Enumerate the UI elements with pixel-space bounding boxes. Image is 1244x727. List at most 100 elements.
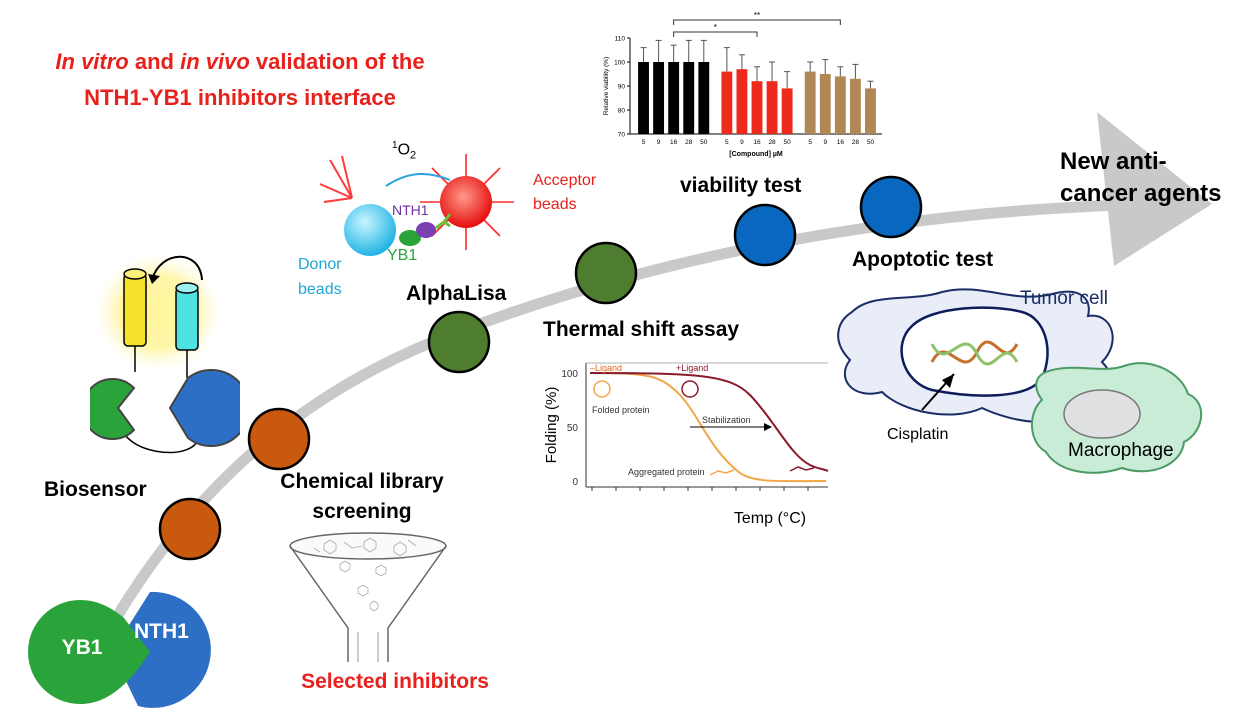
- chart-bar: [819, 74, 831, 134]
- fret-glow: [94, 252, 222, 372]
- yb1-inset-label: YB1: [387, 247, 418, 264]
- chart-y-label: Relative viability (%): [603, 57, 610, 116]
- chart-x-label: [Compound] µM: [729, 151, 783, 158]
- nth1-shape: [112, 591, 211, 708]
- thermal-y-tick-label: 100: [561, 369, 578, 380]
- arrow-head: [1097, 112, 1212, 266]
- chart-bar: [721, 71, 733, 134]
- chart-bar: [865, 88, 876, 134]
- step-apoptotic-circle: [859, 175, 923, 239]
- page-title: In vitro and in vivo validation of the N…: [0, 44, 480, 116]
- chart-x-tick-label: 9: [657, 139, 661, 146]
- macrophage-label: Macrophage: [1068, 440, 1174, 461]
- biosensor-nth1: [168, 369, 240, 447]
- chart-x-tick-label: 50: [700, 139, 708, 146]
- label-thermal-shift: Thermal shift assay: [543, 318, 740, 341]
- step-thermal-circle: [574, 241, 638, 305]
- stabilization-arrowhead: [764, 423, 772, 431]
- dna-helix: [930, 340, 1019, 366]
- chart-x-tick-label: 5: [642, 139, 646, 146]
- chart-bar: [751, 81, 763, 134]
- yellow-fluorophore: [123, 273, 147, 347]
- chart-bar: [834, 76, 846, 134]
- donor-bead: [344, 204, 396, 256]
- title-rest: validation of the: [249, 49, 425, 74]
- step-screening-circle: [247, 407, 311, 471]
- minus-ligand-label: –Ligand: [590, 363, 622, 373]
- alphalisa-inset: [319, 154, 514, 256]
- chart-bar: [781, 88, 793, 134]
- chart-bar: [736, 69, 748, 134]
- yb1-shape: [28, 600, 150, 704]
- thermal-y-label: Folding (%): [543, 387, 560, 464]
- step-viability-circle: [733, 203, 797, 267]
- chart-y-tick-label: 100: [614, 60, 625, 67]
- chart-significance-bracket: [673, 31, 758, 37]
- label-new-anti: New anti-: [1060, 148, 1167, 175]
- yb1-blob: [399, 230, 421, 246]
- label-alphalisa: AlphaLisa: [406, 282, 507, 305]
- chart-bar: [668, 62, 680, 134]
- chart-x-tick-label: 16: [753, 139, 761, 146]
- nth1-inset-label: NTH1: [392, 202, 429, 218]
- chart-y-tick-label: 90: [618, 84, 626, 91]
- aggregated-protein-label: Aggregated protein: [628, 467, 705, 477]
- thermal-curve-unbound: [589, 372, 827, 483]
- donor-label-1: Donor: [298, 256, 342, 273]
- label-screening: screening: [312, 500, 412, 523]
- cisplatin-label: Cisplatin: [887, 426, 949, 443]
- chart-x-tick-label: 16: [670, 139, 678, 146]
- title-and: and: [128, 49, 181, 74]
- step-alphalisa-circle: [427, 310, 491, 374]
- cell-illustration: [837, 288, 1203, 474]
- chart-bar: [766, 81, 778, 134]
- molecule-sketches: [313, 537, 417, 612]
- chart-bar: [683, 62, 695, 134]
- chart-bar: [804, 71, 816, 134]
- label-apoptotic-test: Apoptotic test: [852, 248, 994, 271]
- step-biosensor-circle: [158, 497, 222, 561]
- chart-significance-label: **: [754, 11, 760, 20]
- donor-label-2: beads: [298, 281, 342, 298]
- chart-bar: [653, 62, 665, 134]
- chart-x-tick-label: 16: [837, 139, 845, 146]
- chart-x-tick-label: 28: [768, 139, 776, 146]
- plus-ligand-label: +Ligand: [676, 363, 708, 373]
- chart-x-tick-label: 28: [852, 139, 860, 146]
- biosensor-illustration: [90, 252, 240, 454]
- nth1-blob: [416, 222, 436, 238]
- chart-significance-label: *: [714, 23, 717, 32]
- screening-funnel: [289, 532, 447, 662]
- chart-x-tick-label: 28: [685, 139, 693, 146]
- title-line2: NTH1-YB1 inhibitors interface: [84, 85, 396, 110]
- fret-arc: [151, 255, 203, 281]
- label-selected-inhibitors: Selected inhibitors: [301, 670, 489, 693]
- yb1-label: YB1: [61, 636, 103, 659]
- chart-bar: [698, 62, 710, 134]
- chart-x-tick-label: 5: [808, 139, 812, 146]
- label-viability-test: viability test: [680, 174, 802, 197]
- antibody: [435, 213, 452, 230]
- label-chemical-library: Chemical library: [280, 470, 444, 493]
- chart-x-tick-label: 9: [823, 139, 827, 146]
- tumor-cell-label: Tumor cell: [1020, 288, 1108, 309]
- label-biosensor: Biosensor: [44, 478, 147, 501]
- singlet-oxygen-label: 1O2: [392, 140, 417, 162]
- oxygen-transfer-arrow: [385, 172, 451, 187]
- aggregated-squiggle-bound: [789, 466, 815, 472]
- chart-y-tick-label: 70: [618, 132, 626, 139]
- chart-bar: [849, 78, 861, 134]
- title-in-vitro: In vitro: [55, 49, 129, 74]
- yb1-nth1-complex: [28, 591, 211, 708]
- chart-y-tick-label: 80: [618, 108, 626, 115]
- biosensor-yb1: [90, 378, 136, 440]
- macrophage-nucleus: [1063, 389, 1141, 439]
- donor-excitation-burst: [319, 155, 353, 203]
- thermal-y-tick-label: 50: [567, 423, 579, 434]
- stabilization-label: Stabilization: [702, 415, 751, 425]
- label-cancer-agents: cancer agents: [1060, 180, 1222, 207]
- chart-significance-bracket: [673, 19, 841, 25]
- acceptor-label-1: Acceptor: [533, 172, 597, 189]
